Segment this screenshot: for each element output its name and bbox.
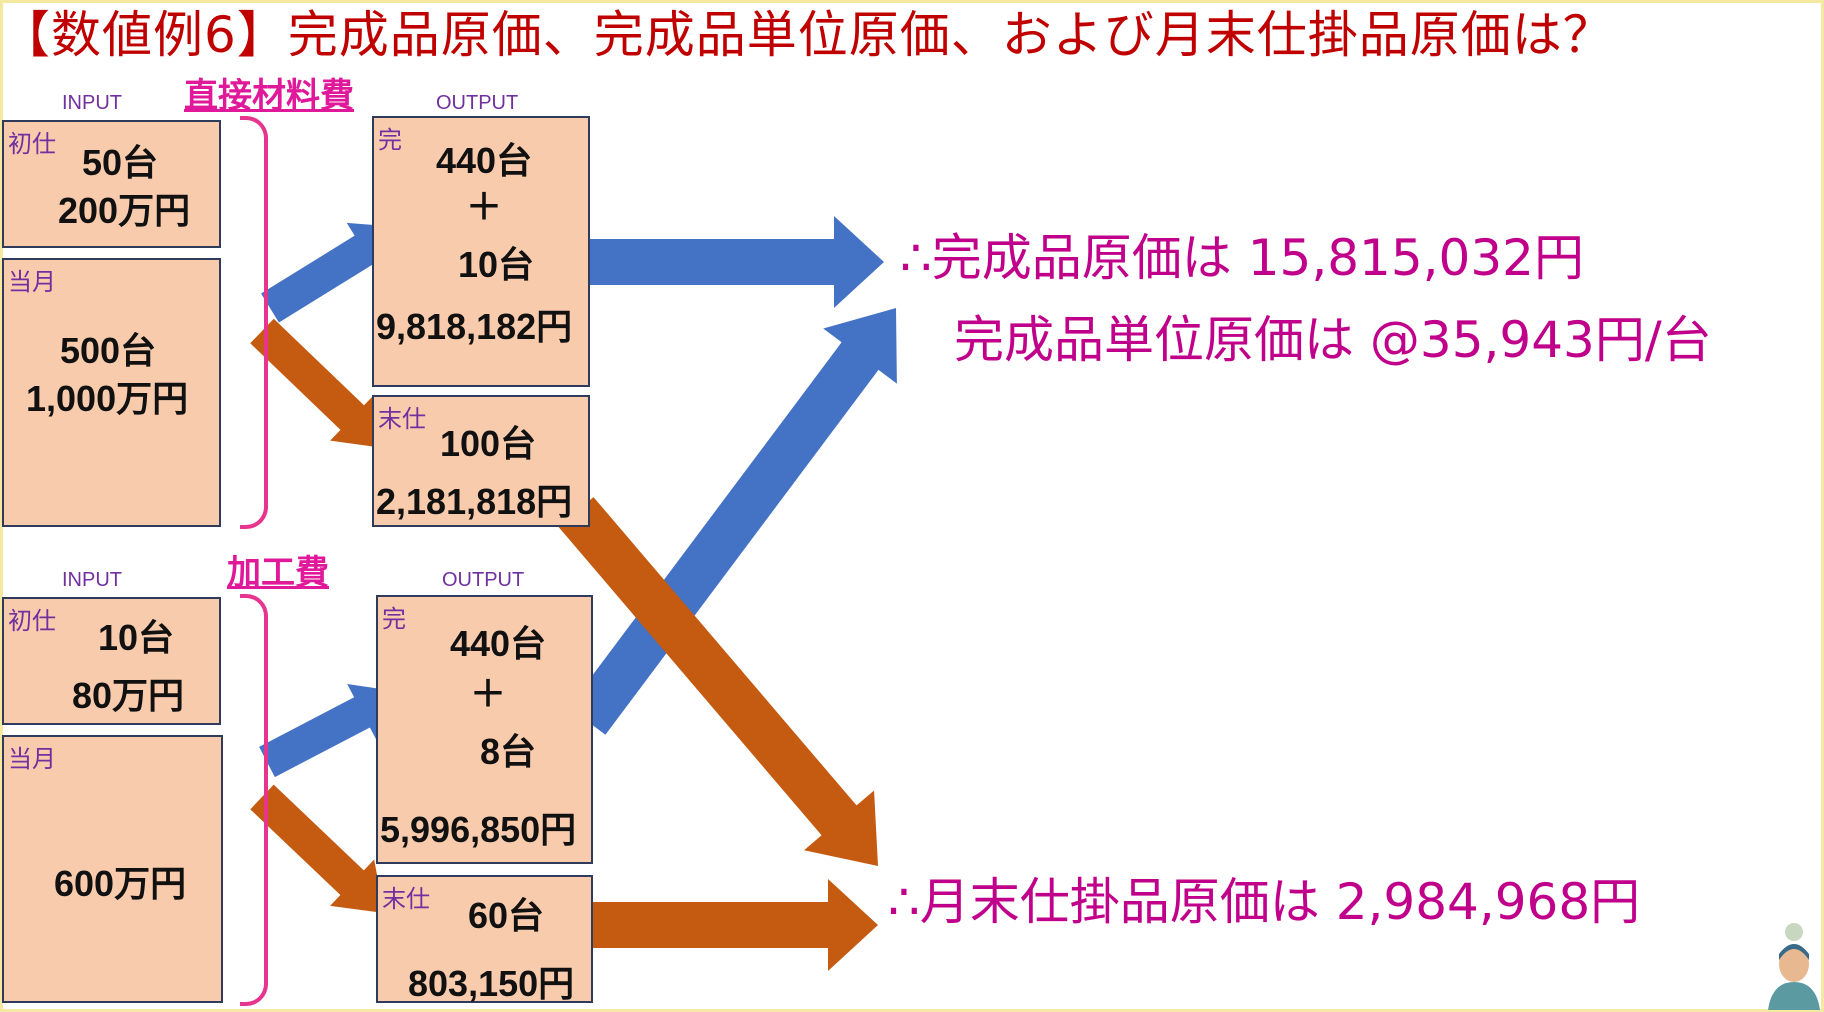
units: 100台 xyxy=(440,423,537,464)
box-tag: 当月 xyxy=(8,745,56,773)
completed-cost-result: ∴完成品原価は 15,815,032円 xyxy=(900,229,1584,287)
material-ending-to-wip-result-arrow xyxy=(558,497,878,866)
conversion-output-label: OUTPUT xyxy=(442,569,525,591)
units: 10台 xyxy=(98,617,175,658)
material-to-ending-arrow xyxy=(250,318,384,448)
box-tag: 末仕 xyxy=(378,405,426,433)
box-tag: 当月 xyxy=(8,268,56,296)
conversion-bracket xyxy=(240,594,268,1006)
material-beginning-box: 初仕 50台 200万円 xyxy=(2,120,221,248)
cost: 803,150円 xyxy=(408,963,575,1004)
units: 500台 xyxy=(60,330,157,371)
box-tag: 完 xyxy=(378,126,402,154)
plus: ＋ xyxy=(470,673,507,714)
material-ending-box: 末仕 100台 2,181,818円 xyxy=(372,395,590,527)
material-bracket xyxy=(240,116,268,529)
units: 440台 xyxy=(450,623,547,664)
box-tag: 末仕 xyxy=(382,885,430,913)
extra-units: 8台 xyxy=(480,731,537,772)
material-section-label: 直接材料費 xyxy=(184,76,354,116)
material-completed-box: 完 440台 ＋ 10台 9,818,182円 xyxy=(372,116,590,387)
conversion-to-completed-arrow xyxy=(259,684,401,778)
units: 440台 xyxy=(436,140,533,181)
conversion-input-label: INPUT xyxy=(62,569,122,591)
units: 60台 xyxy=(468,895,545,936)
cost: 2,181,818円 xyxy=(376,481,573,522)
cost: 5,996,850円 xyxy=(380,809,577,850)
material-current-box: 当月 500台 1,000万円 xyxy=(2,258,221,527)
material-output-label: OUTPUT xyxy=(436,92,519,114)
cost: 1,000万円 xyxy=(26,378,189,419)
conversion-completed-box: 完 440台 ＋ 8台 5,996,850円 xyxy=(376,595,593,864)
slide-title: 【数値例6】完成品原価、完成品単位原価、および月末仕掛品原価は？ xyxy=(0,6,1614,64)
cost: 600万円 xyxy=(54,863,187,904)
cost: 9,818,182円 xyxy=(376,306,573,347)
material-completed-to-result-arrow xyxy=(573,216,884,308)
cost: 200万円 xyxy=(58,190,191,231)
material-to-completed-arrow xyxy=(261,222,401,323)
material-input-label: INPUT xyxy=(62,92,122,114)
conversion-to-ending-arrow xyxy=(250,784,384,913)
box-tag: 初仕 xyxy=(8,130,56,158)
conversion-section-label: 加工費 xyxy=(227,553,329,593)
box-tag: 完 xyxy=(382,605,406,633)
ending-wip-cost-result: ∴月末仕掛品原価は 2,984,968円 xyxy=(888,873,1641,931)
box-tag: 初仕 xyxy=(8,607,56,635)
plus: ＋ xyxy=(466,186,503,227)
cost: 80万円 xyxy=(72,675,185,716)
conversion-ending-box: 末仕 60台 803,150円 xyxy=(376,875,593,1004)
unit-cost-result: 完成品単位原価は @35,943円/台 xyxy=(954,311,1712,369)
conversion-current-box: 当月 600万円 xyxy=(2,735,223,1003)
units: 50台 xyxy=(82,142,159,183)
conversion-beginning-box: 初仕 10台 80万円 xyxy=(2,597,221,725)
conversion-ending-to-wip-result-arrow xyxy=(584,879,878,971)
presenter-avatar-icon xyxy=(1768,923,1820,1010)
extra-units: 10台 xyxy=(458,244,535,285)
